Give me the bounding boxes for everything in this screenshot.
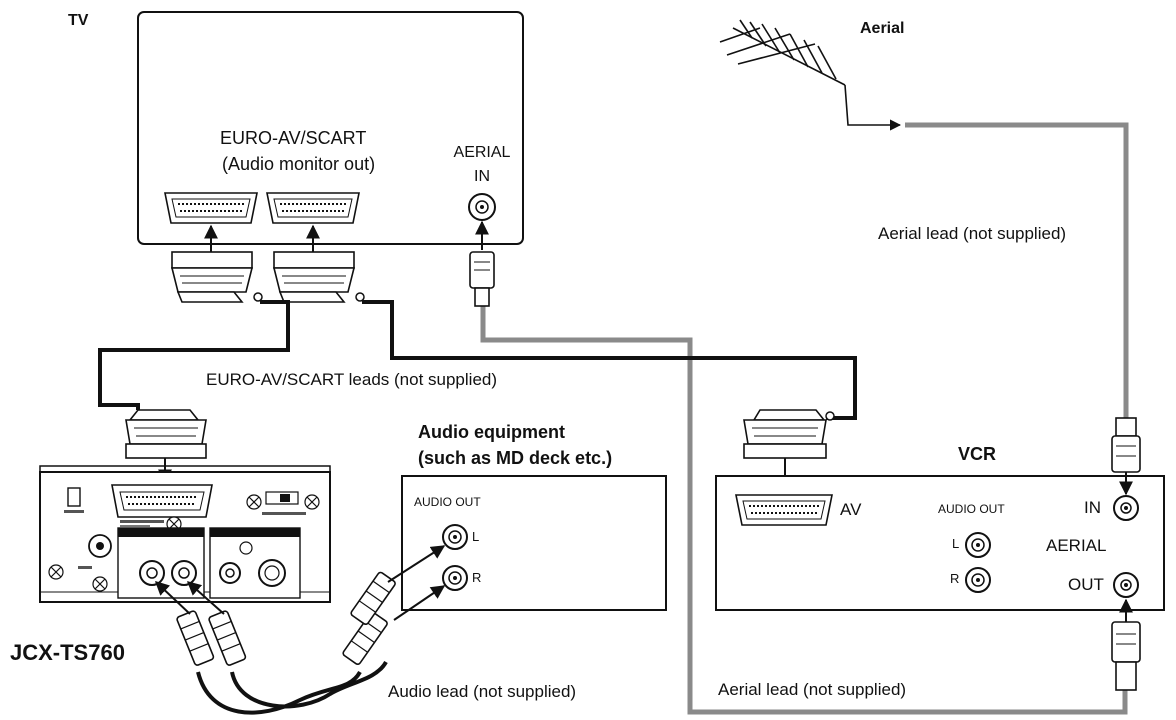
equipment-l-label: L [472, 529, 480, 544]
tv-panel [137, 11, 524, 245]
vcr-l-label: L [952, 536, 960, 551]
scart-plug-receiver [125, 409, 207, 459]
tv-scart-socket-1 [164, 192, 258, 224]
scart-plug-vcr [743, 409, 835, 459]
scart-plug-tv-1 [170, 251, 263, 303]
vcr-av-label: AV [840, 500, 862, 519]
vcr-panel [715, 475, 1165, 611]
vcr-r-label: R [950, 571, 960, 586]
audio-monitor-out-label: (Audio monitor out) [222, 154, 376, 174]
audio-lead [154, 545, 446, 715]
aerial-lead-top [905, 122, 1129, 418]
equipment-r-label: R [472, 570, 482, 585]
vcr-audio-out-label: AUDIO OUT [938, 502, 1005, 516]
receiver-rear-panel [39, 465, 331, 603]
aerial-lead-bottom-label: Aerial lead (not supplied) [718, 680, 907, 699]
aerial-plug-vcr-out [1111, 621, 1141, 691]
aerial-plug-tv [469, 251, 495, 307]
scart-leads-label: EURO-AV/SCART leads (not supplied) [206, 370, 498, 389]
tv-scart-socket-2 [266, 192, 360, 224]
tv-aerial-label: AERIAL [453, 144, 511, 161]
scart-plug-tv-2 [272, 251, 365, 303]
model-label: JCX-TS760 [10, 640, 125, 665]
audio-equipment-panel [401, 475, 667, 611]
equipment-audio-out-label: AUDIO OUT [414, 495, 481, 509]
audio-equipment-example-label: (such as MD deck etc.) [418, 448, 613, 468]
tv-label: TV [68, 12, 89, 29]
aerial-lead-top-label: Aerial lead (not supplied) [878, 224, 1067, 243]
aerial-plug-vcr-in [1111, 417, 1141, 473]
euro-av-scart-label: EURO-AV/SCART [220, 128, 367, 148]
tv-aerial-in-socket [468, 193, 496, 221]
vcr-label: VCR [958, 444, 997, 464]
tv-in-label: IN [474, 168, 490, 185]
aerial-label: Aerial [860, 20, 905, 37]
vcr-aerial-label: AERIAL [1046, 536, 1107, 555]
vcr-in-label: IN [1084, 498, 1101, 517]
aerial-antenna-icon [719, 19, 902, 131]
vcr-out-label: OUT [1068, 575, 1104, 594]
audio-lead-label: Audio lead (not supplied) [388, 682, 577, 701]
audio-equipment-label: Audio equipment [418, 422, 565, 442]
aerial-lead-bottom [480, 305, 1128, 715]
